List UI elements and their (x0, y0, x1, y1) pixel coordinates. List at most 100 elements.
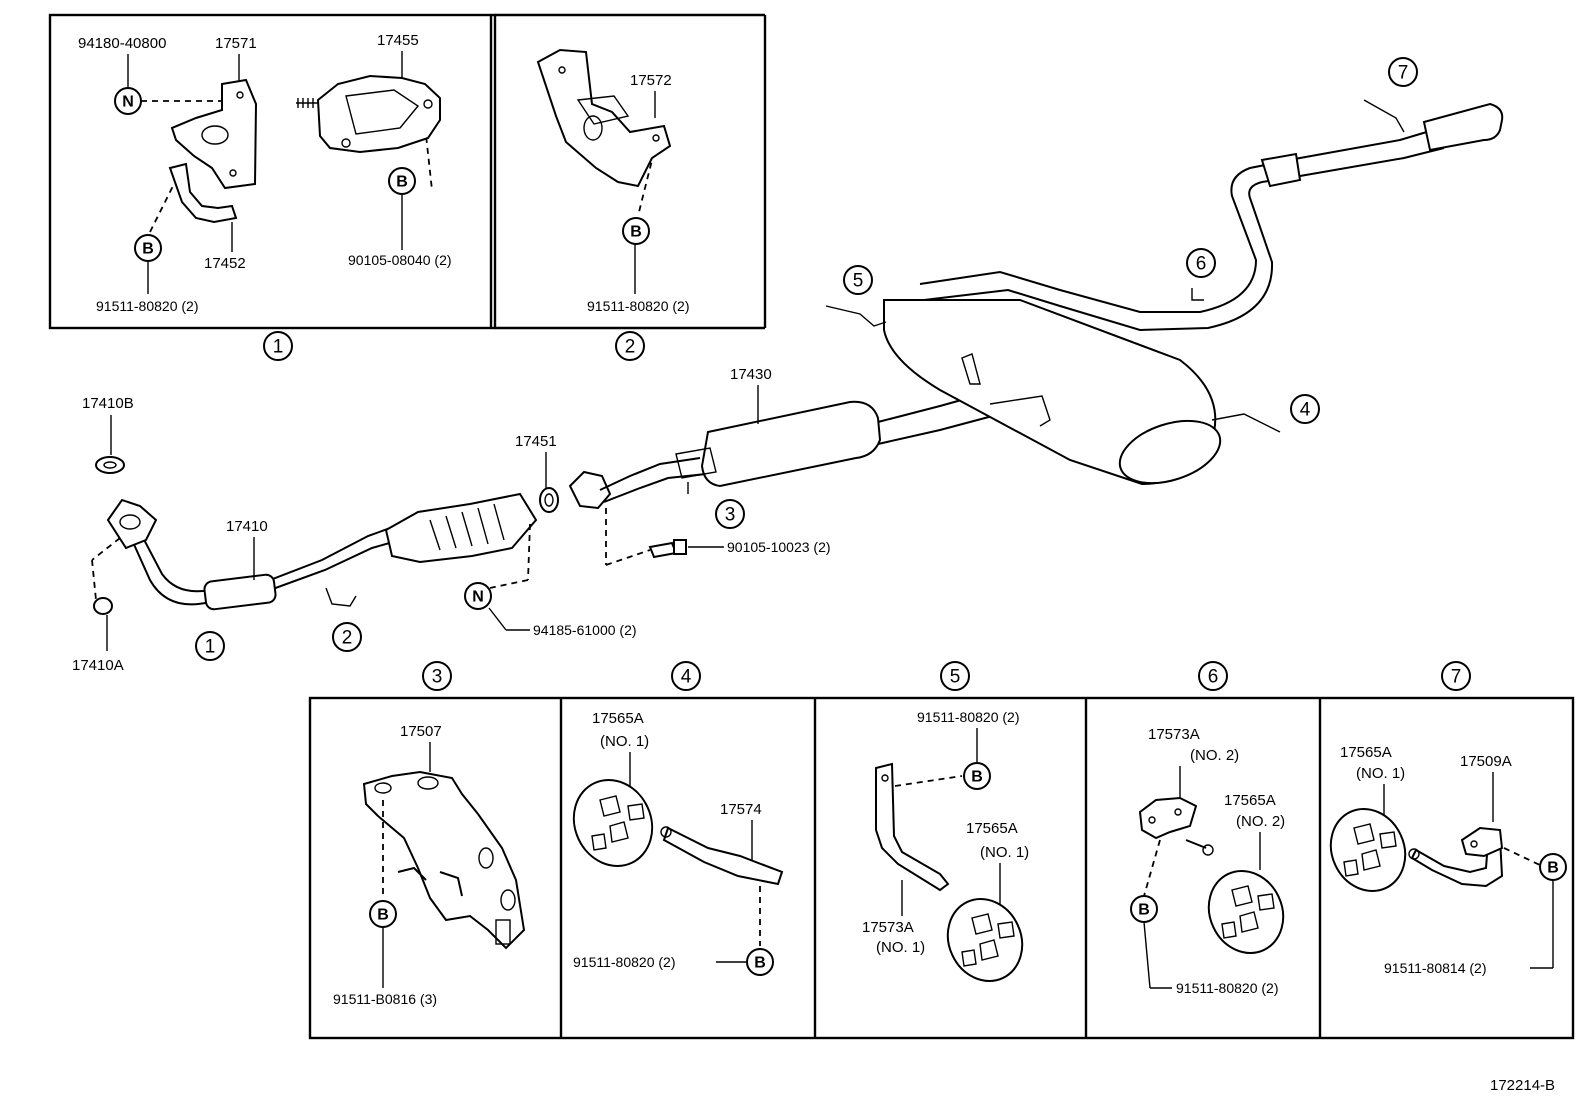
svg-text:B: B (396, 174, 408, 191)
label-17573a-d6: 17573A (1148, 726, 1200, 743)
svg-text:3: 3 (725, 505, 736, 526)
label-17565a-d5: 17565A (966, 820, 1018, 837)
flange-17410 (106, 498, 158, 550)
label-17571: 17571 (215, 35, 257, 52)
label-17410: 17410 (226, 518, 268, 535)
label-17565a-no-d5: (NO. 1) (980, 844, 1029, 861)
detail-box-1: 94180-40800 17571 17455 17452 90105-0804… (48, 13, 767, 330)
index-b-d5: B (963, 762, 991, 790)
rubber-mount-17565a-d4 (572, 779, 654, 867)
svg-text:B: B (142, 241, 154, 258)
svg-text:3: 3 (432, 667, 443, 688)
svg-text:B: B (630, 224, 642, 241)
label-17565a-d4: 17565A (592, 710, 644, 727)
label-91511-80820-d6: 91511-80820 (2) (1176, 980, 1278, 996)
svg-text:4: 4 (1300, 400, 1311, 421)
label-94185-61000: 94185-61000 (2) (533, 622, 637, 638)
label-17573a-no-d6: (NO. 2) (1190, 747, 1239, 764)
label-91511-80820-d5: 91511-80820 (2) (917, 709, 1019, 725)
svg-text:5: 5 (950, 667, 961, 688)
svg-text:B: B (754, 955, 766, 972)
svg-text:B: B (971, 769, 983, 786)
rubber-mount-17565a-d7 (1329, 808, 1407, 892)
svg-text:7: 7 (1451, 667, 1462, 688)
heat-shield-17455 (316, 74, 441, 154)
index-5-bottom: 5 (940, 661, 970, 691)
svg-text:6: 6 (1196, 254, 1207, 275)
index-3-bottom: 3 (422, 661, 452, 691)
main-exhaust-assembly (93, 99, 1504, 615)
index-4-bottom: 4 (671, 661, 701, 691)
hanger-bracket-17507 (362, 770, 526, 950)
index-n-top: N (114, 87, 142, 115)
strap-17452 (168, 162, 238, 224)
svg-text:B: B (1547, 860, 1559, 877)
svg-text:4: 4 (681, 667, 692, 688)
index-b-d3: B (369, 900, 397, 928)
detail-box-4: 17565A (NO. 1) 17574 91511-80820 (2) (572, 710, 784, 970)
index-b-d4: B (746, 948, 774, 976)
svg-text:7: 7 (1398, 63, 1409, 84)
label-91511-b0816: 91511-B0816 (3) (333, 991, 437, 1007)
center-pipe-resonator-17430 (700, 400, 882, 488)
index-n-main: N (464, 582, 492, 610)
svg-text:6: 6 (1208, 667, 1219, 688)
gasket-17451 (539, 487, 559, 513)
label-90105-08040: 90105-08040 (2) (348, 252, 452, 268)
label-17565a-no-d7: (NO. 1) (1356, 765, 1405, 782)
label-91511-80820-d4: 91511-80820 (2) (573, 954, 675, 970)
index-b-d7: B (1539, 853, 1567, 881)
hanger-bracket-17572 (536, 48, 672, 188)
index-b-box1b: B (134, 234, 162, 262)
label-17430: 17430 (730, 366, 772, 383)
index-2-top: 2 (615, 331, 645, 361)
gasket-17410b (95, 456, 125, 474)
index-7-bottom: 7 (1441, 661, 1471, 691)
index-6-main: 6 (1186, 248, 1216, 278)
label-17565a-no-d6: (NO. 2) (1236, 813, 1285, 830)
index-2-main: 2 (332, 622, 362, 652)
index-1-main: 1 (195, 631, 225, 661)
label-17565a-no-d4: (NO. 1) (600, 733, 649, 750)
bolt-90105-10023 (648, 541, 678, 559)
detail-box-6: 17573A (NO. 2) 17565A (NO. 2) 91511-8082… (1138, 726, 1285, 996)
label-90105-10023: 90105-10023 (2) (727, 539, 831, 555)
hanger-bracket-17571 (170, 78, 258, 190)
svg-text:1: 1 (273, 337, 284, 358)
label-17565a-d6: 17565A (1224, 792, 1276, 809)
label-17451: 17451 (515, 433, 557, 450)
label-17572: 17572 (630, 72, 672, 89)
label-17573a-no-d5: (NO. 1) (876, 939, 925, 956)
label-17410a: 17410A (72, 657, 124, 674)
label-17565a-d7: 17565A (1340, 744, 1392, 761)
svg-text:2: 2 (625, 337, 636, 358)
gasket-17410a (93, 597, 113, 615)
detail-box-7: 17565A (NO. 1) 17509A 91511-80814 (2) (1329, 744, 1554, 976)
diagram-id-label: 172214-B (1490, 1077, 1555, 1094)
label-17509a: 17509A (1460, 753, 1512, 770)
tail-pipe (919, 127, 1441, 313)
label-91511-80814: 91511-80814 (2) (1384, 960, 1486, 976)
label-17573a-d5: 17573A (862, 919, 914, 936)
index-b-box1a: B (388, 167, 416, 195)
rubber-mount-17565a-d5 (946, 898, 1024, 982)
detail-box-1-frame (48, 13, 497, 330)
hanger-17509a (1410, 836, 1504, 888)
svg-text:5: 5 (853, 271, 864, 292)
detail-box-5: 91511-80820 (2) 17565A (NO. 1) 17573A (N… (862, 709, 1029, 982)
svg-text:1: 1 (205, 637, 216, 658)
index-4-main: 4 (1290, 394, 1320, 424)
label-17574: 17574 (720, 801, 762, 818)
detail-boxes-frame (308, 696, 1575, 1040)
index-1-top: 1 (263, 331, 293, 361)
detail-box-2: 17572 91511-80820 (2) (489, 15, 689, 328)
label-17455: 17455 (377, 32, 419, 49)
svg-text:B: B (1138, 902, 1150, 919)
hanger-17573a-d6 (1138, 796, 1198, 840)
catalytic-converter (384, 492, 538, 564)
detail-box-3: 17507 91511-B0816 (3) (333, 723, 526, 1007)
svg-text:2: 2 (342, 628, 353, 649)
front-exhaust-pipe-17410 (131, 529, 421, 606)
label-94180-40800: 94180-40800 (78, 35, 166, 52)
